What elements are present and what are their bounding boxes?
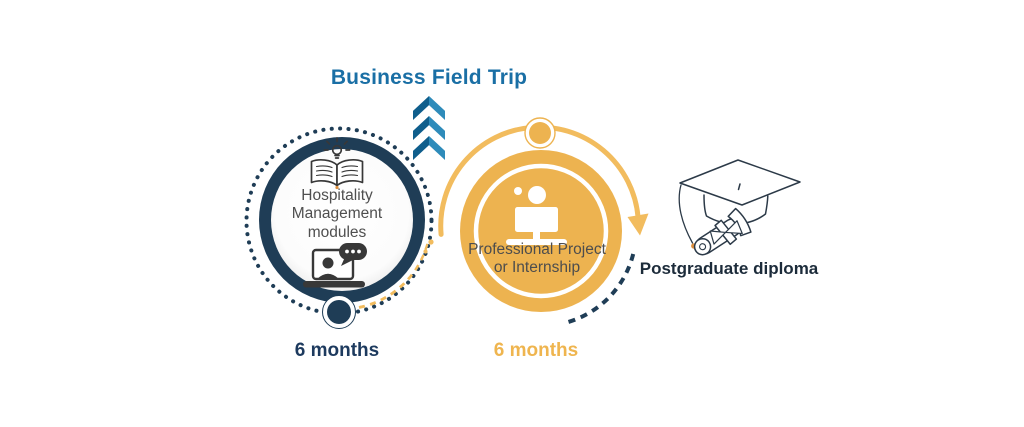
outcome-caption: Postgraduate diploma — [639, 259, 819, 278]
arrowhead — [627, 213, 649, 236]
online-learning-laptop-icon — [303, 243, 367, 288]
cycle-node-top — [524, 117, 556, 149]
cycle-node-left — [322, 295, 356, 329]
stage2-title: Professional Project or Internship — [468, 241, 606, 276]
field-trip-label: Business Field Trip — [330, 66, 528, 89]
diploma-scroll-icon — [693, 207, 752, 256]
chevron-up-icons — [413, 96, 445, 160]
stage1-title: Hospitality Management modules — [291, 187, 383, 241]
book-lightbulb-icon — [310, 137, 364, 190]
person-at-desk-icon — [506, 186, 567, 245]
gold-dashed-arc — [357, 243, 429, 310]
dotted-ring — [244, 126, 434, 316]
graduation-cap-and-diploma-icon — [678, 159, 801, 256]
stage2-duration: 6 months — [493, 340, 579, 361]
chevron-up-icon — [413, 136, 445, 160]
tassel — [678, 184, 694, 244]
stage1-duration: 6 months — [294, 340, 380, 361]
mortarboard — [679, 159, 801, 206]
stage1-circle — [254, 132, 430, 308]
